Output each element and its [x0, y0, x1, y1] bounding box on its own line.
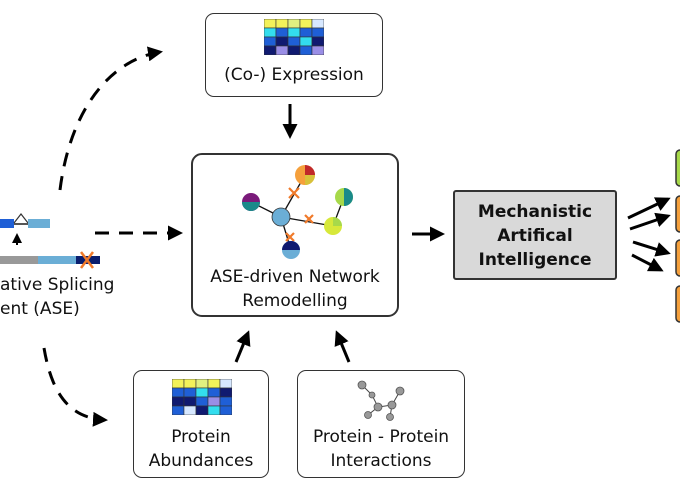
expression-label: (Co-) Expression — [224, 65, 364, 85]
ai-label-line3: Intelligence — [478, 250, 592, 270]
output-box-3 — [675, 239, 680, 277]
output-box-1 — [675, 149, 680, 187]
mechanistic-ai-node: Mechanistic Artifical Intelligence — [453, 190, 617, 280]
network-label-line1: ASE-driven Network — [210, 267, 380, 287]
arrow-ai-output-3 — [632, 240, 671, 257]
ppi-node: Protein - Protein Interactions — [297, 370, 465, 478]
network-node-hub — [271, 207, 291, 227]
protein-abundances-node: Protein Abundances — [133, 370, 269, 478]
ppi-label-line1: Protein - Protein — [312, 427, 450, 447]
network-node-orange-red — [295, 165, 315, 185]
arrow-ai-output-2 — [629, 212, 671, 231]
ase-label-line1: ative Splicing — [0, 275, 115, 295]
network-graph — [242, 165, 353, 259]
arrow-ase-to-protein-abundances — [42, 347, 108, 427]
expression-node: (Co-) Expression — [205, 13, 383, 97]
arrow-ai-output-1 — [627, 197, 671, 220]
network-node-yellow — [324, 217, 342, 235]
output-box-2 — [675, 195, 680, 233]
arrow-ppi-to-network — [334, 330, 351, 363]
network-node-teal-purple — [242, 193, 260, 211]
splicing-event-glyph — [0, 213, 100, 269]
ppi-label-line2: Interactions — [330, 451, 432, 471]
arrow-ase-to-expression — [58, 46, 163, 191]
ai-label-line2: Artifical — [497, 226, 573, 246]
ppi-network-glyph — [357, 380, 405, 421]
arrow-ai-output-4 — [631, 253, 664, 272]
network-node-green — [335, 188, 353, 206]
ase-label-line2: ent (ASE) — [0, 299, 80, 319]
network-remodelling-node: ASE-driven Network Remodelling — [191, 153, 399, 317]
network-node-blue-navy — [282, 241, 300, 259]
expression-heatmap — [264, 19, 324, 55]
output-box-4 — [675, 285, 680, 323]
arrow-abundances-to-network — [234, 330, 251, 363]
abundances-heatmap — [172, 379, 232, 415]
ai-label-line1: Mechanistic — [477, 202, 593, 222]
abundances-label-line2: Abundances — [148, 451, 254, 471]
abundances-label-line1: Protein — [171, 427, 231, 447]
network-label-line2: Remodelling — [242, 291, 348, 311]
